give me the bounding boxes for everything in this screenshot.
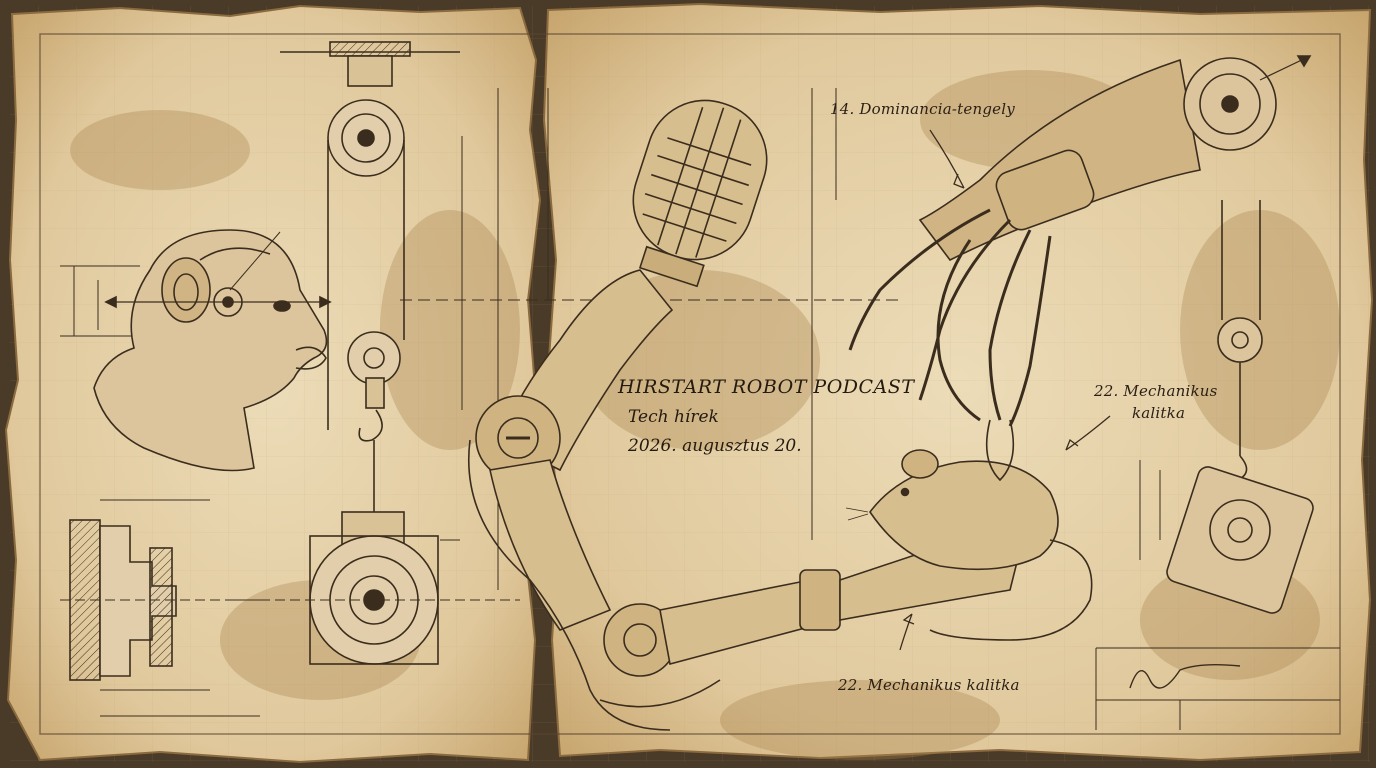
podcast-date: 2026. augusztus 20. (628, 436, 802, 456)
title-block-frame (1095, 647, 1340, 730)
robot-hand-icon (848, 55, 1312, 427)
microphone-icon (632, 99, 768, 288)
annotation-cage-right-line2: kalitka (1132, 404, 1186, 422)
podcast-title-block: HIRSTART ROBOT PODCAST Tech hírek 2026. … (618, 376, 914, 456)
cage-pulley-right (1166, 200, 1314, 614)
annotation-cage-bottom: 22. Mechanikus kalitka (838, 676, 1020, 694)
pulley-icon (230, 41, 520, 665)
monkey-head-icon (93, 229, 332, 472)
podcast-subtitle: Tech hírek (628, 407, 719, 427)
annotation-arrows (899, 129, 1111, 651)
robot-arm-icon (468, 269, 1021, 731)
dimension-lines (60, 88, 1161, 590)
signature-mark (1129, 663, 1241, 689)
podcast-title: HIRSTART ROBOT PODCAST (618, 376, 915, 398)
gear-icon (60, 499, 260, 717)
annotation-dominancia-tengely: 14. Dominancia-tengely (830, 100, 1015, 118)
annotation-cage-right-line1: 22. Mechanikus (1094, 382, 1218, 400)
mouse-icon (845, 419, 1093, 641)
